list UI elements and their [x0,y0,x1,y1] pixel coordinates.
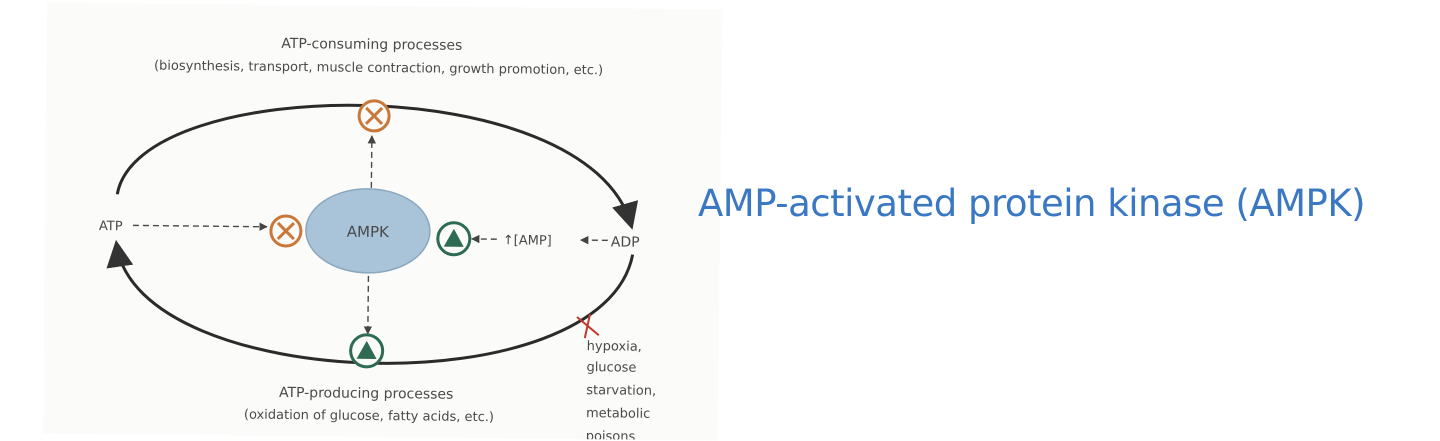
consuming-title: ATP-consuming processes [281,36,462,54]
ampk-figure: AMPK ATP-consumin [43,2,722,440]
circled-triangle-icon [350,335,382,367]
amp-label: ↑[AMP] [503,233,552,249]
adp-label: ADP [611,234,640,250]
ampk-to-consuming-line [371,136,372,188]
stressor-item: poisons [586,429,636,440]
stressor-list: hypoxia, glucose starvation, metabolic p… [586,339,657,440]
ampk-diagram: AMPK ATP-consumin [43,2,722,440]
producing-subtitle: (oxidation of glucose, fatty acids, etc.… [244,408,494,426]
producing-title: ATP-producing processes [279,385,454,403]
ampk-label: AMPK [347,223,390,241]
stressor-item: metabolic [586,406,650,422]
stressor-item: glucose [586,360,636,376]
ampk-to-producing-line [368,276,369,334]
circled-x-icon [359,101,389,131]
consuming-subtitle: (biosynthesis, transport, muscle contrac… [154,59,603,79]
stressor-item: starvation, [586,383,656,399]
circled-triangle-icon [438,223,470,255]
atp-label: ATP [99,219,123,234]
slide-title: AMP-activated protein kinase (AMPK) [698,182,1365,225]
stressor-item: hypoxia, [587,339,642,355]
atp-to-inhibitor-line [133,225,267,226]
circled-x-icon [271,216,301,246]
